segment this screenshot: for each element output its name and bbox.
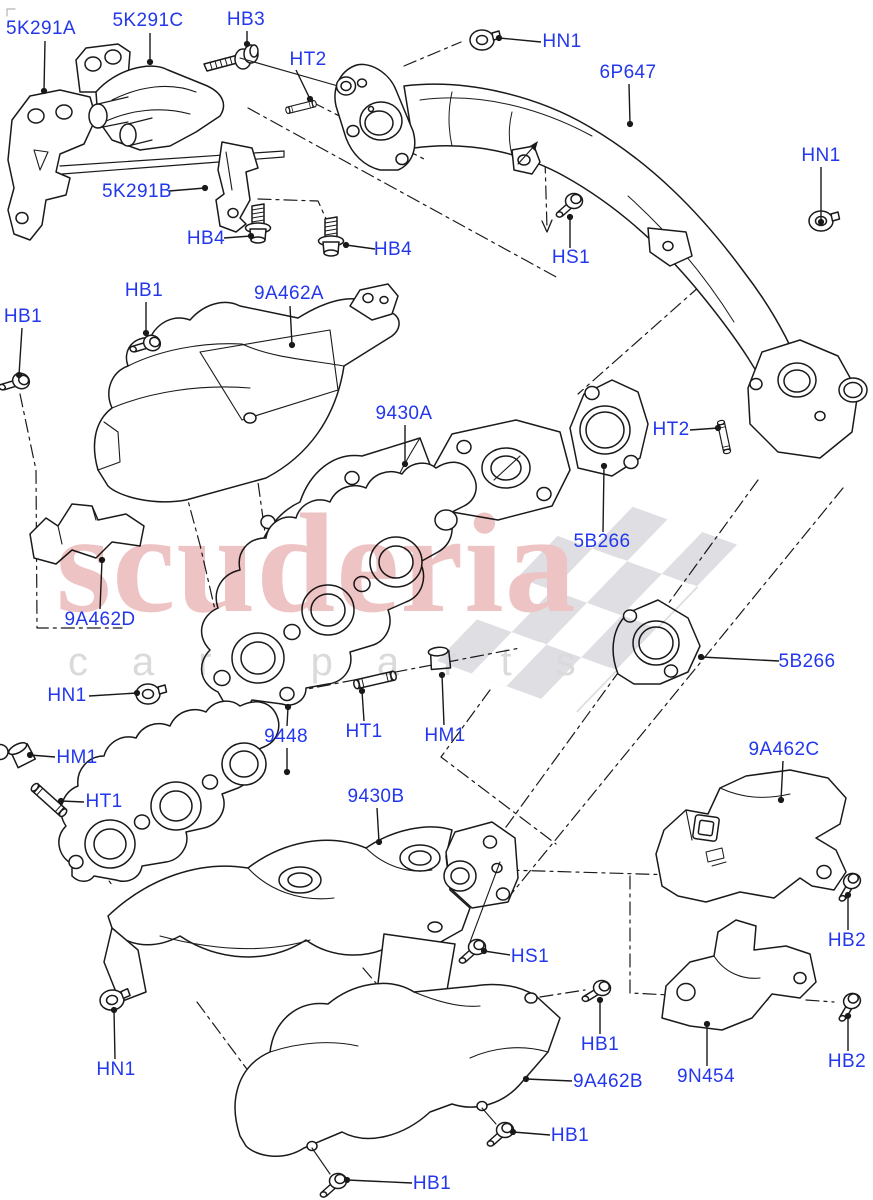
part-bolt-hb3 — [203, 44, 346, 89]
part-label-9430b: 9430B — [347, 786, 405, 807]
part-label-9a462c: 9A462C — [748, 739, 820, 760]
part-pipe-6p647 — [334, 63, 868, 459]
part-heatshield-9a462b — [234, 982, 561, 1175]
part-heatshield-9a462c — [655, 769, 847, 903]
part-label-5k291c: 5K291C — [112, 10, 184, 31]
part-label-hb3: HB3 — [226, 9, 266, 30]
part-label-hb1: HB1 — [124, 280, 164, 301]
part-label-9a462b: 9A462B — [572, 1071, 644, 1092]
part-label-hb4: HB4 — [186, 228, 226, 249]
part-label-5b266: 5B266 — [573, 531, 631, 552]
part-label-5k291b: 5K291B — [101, 181, 173, 202]
part-label-hb1: HB1 — [550, 1125, 590, 1146]
part-bracket-5k291a — [7, 89, 285, 241]
part-bracket-5k291c — [75, 43, 225, 151]
arrow-down — [541, 219, 553, 233]
part-heatshield-9a462a — [93, 283, 400, 503]
part-bracket-5k291b — [215, 141, 259, 233]
part-label-hs1: HS1 — [551, 247, 591, 268]
part-label-hm1: HM1 — [56, 747, 98, 768]
corner-mark — [6, 8, 16, 17]
part-label-hb1: HB1 — [412, 1173, 452, 1194]
part-label-6p647: 6P647 — [599, 62, 657, 83]
part-label-9a462a: 9A462A — [253, 283, 325, 304]
part-label-ht1: HT1 — [85, 791, 123, 812]
part-label-9430a: 9430A — [375, 403, 433, 424]
part-label-hm1: HM1 — [424, 725, 466, 746]
part-label-9a462d: 9A462D — [64, 609, 136, 630]
part-heatshield-9a462d — [29, 503, 145, 565]
part-label-ht1: HT1 — [345, 721, 383, 742]
part-label-ht2: HT2 — [652, 419, 690, 440]
part-label-hb2: HB2 — [827, 930, 867, 951]
part-label-hn1: HN1 — [801, 145, 841, 166]
part-gasket-9448-lower — [0, 700, 280, 882]
part-label-hn1: HN1 — [542, 31, 582, 52]
part-label-hn1: HN1 — [96, 1059, 136, 1080]
part-label-hb1: HB1 — [3, 306, 43, 327]
part-bracket-9n454 — [661, 919, 817, 1031]
part-label-hb2: HB2 — [827, 1051, 867, 1072]
part-label-9n454: 9N454 — [677, 1066, 735, 1087]
part-label-5k291a: 5K291A — [5, 18, 77, 39]
part-label-hn1: HN1 — [47, 685, 87, 706]
part-label-ht2: HT2 — [289, 49, 327, 70]
part-label-5b266: 5B266 — [778, 651, 836, 672]
part-label-hb1: HB1 — [580, 1034, 620, 1055]
part-label-hb4: HB4 — [373, 239, 413, 260]
part-gasket-5b266-upper — [569, 379, 649, 477]
part-label-9448: 9448 — [264, 726, 308, 747]
part-label-hs1: HS1 — [510, 946, 550, 967]
